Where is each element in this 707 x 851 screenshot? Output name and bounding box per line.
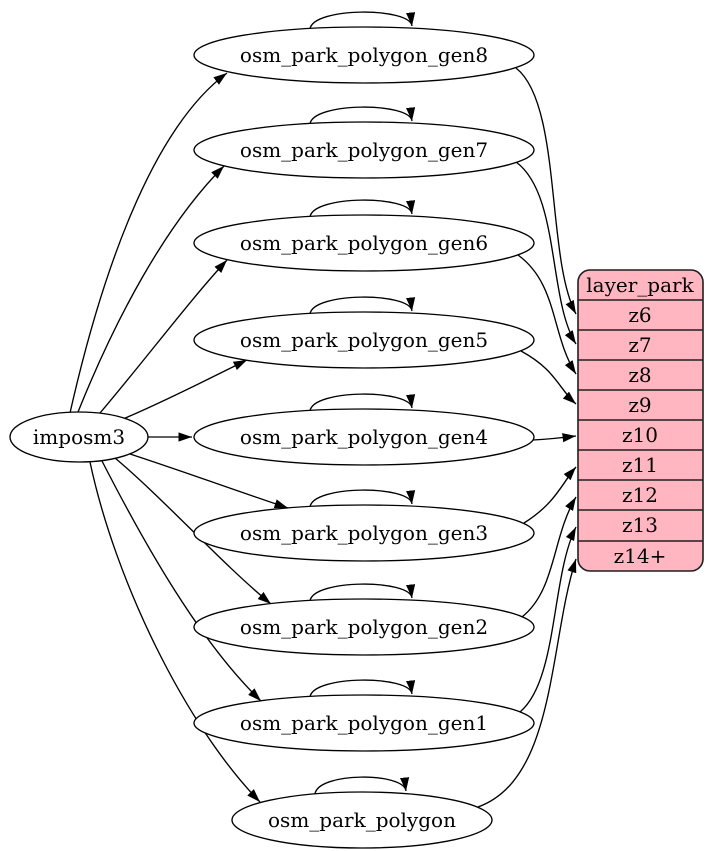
gen3-label: osm_park_polygon_gen3 bbox=[240, 521, 488, 545]
gen3-ellipse bbox=[193, 504, 535, 562]
node-osm-park-polygon-gen8: osm_park_polygon_gen8 bbox=[193, 26, 535, 84]
edge-gen7-to-z7 bbox=[515, 161, 577, 345]
node-osm-park-polygon-gen5: osm_park_polygon_gen5 bbox=[193, 311, 535, 369]
edge-polygon-to-z14 bbox=[477, 558, 577, 808]
imposm3-ellipse bbox=[9, 411, 149, 463]
self-loop-gen2 bbox=[309, 583, 416, 602]
gen7-ellipse bbox=[193, 121, 535, 179]
imposm3-label: imposm3 bbox=[33, 425, 125, 449]
row-z9: z9 bbox=[628, 393, 651, 417]
edge-imposm3-to-gen5 bbox=[122, 359, 248, 420]
node-group: imposm3 osm_park_polygon_gen8 osm_park_p… bbox=[9, 26, 535, 849]
edge-gen6-to-z8 bbox=[517, 254, 577, 375]
self-loop-gen1 bbox=[309, 679, 416, 698]
self-loop-gen4 bbox=[309, 393, 416, 412]
self-loop-gen7 bbox=[309, 106, 416, 125]
node-osm-park-polygon-gen1: osm_park_polygon_gen1 bbox=[193, 694, 535, 752]
polygon-label: osm_park_polygon bbox=[268, 808, 456, 832]
edge-gen1-to-z13 bbox=[519, 526, 577, 713]
edge-imposm3-to-gen6 bbox=[99, 259, 228, 414]
row-z6: z6 bbox=[628, 303, 651, 327]
row-z13: z13 bbox=[622, 513, 658, 537]
node-layer-park: layer_park z6 z7 z8 z9 z10 z11 z12 z13 z… bbox=[577, 269, 704, 572]
gen4-label: osm_park_polygon_gen4 bbox=[240, 425, 488, 449]
edge-gen3-to-z11 bbox=[523, 466, 577, 524]
row-z10: z10 bbox=[622, 423, 658, 447]
self-loop-gen3 bbox=[309, 489, 416, 508]
edge-group bbox=[69, 11, 577, 808]
layer-park-title: layer_park bbox=[586, 273, 694, 297]
edge-gen5-to-z9 bbox=[520, 350, 577, 405]
edge-gen2-to-z12 bbox=[521, 496, 577, 618]
gen2-label: osm_park_polygon_gen2 bbox=[240, 615, 488, 639]
node-osm-park-polygon-gen6: osm_park_polygon_gen6 bbox=[193, 214, 535, 272]
self-loop-polygon bbox=[314, 776, 410, 795]
self-loop-gen6 bbox=[309, 199, 416, 218]
gen6-label: osm_park_polygon_gen6 bbox=[240, 231, 488, 255]
gen5-ellipse bbox=[193, 311, 535, 369]
node-osm-park-polygon-gen3: osm_park_polygon_gen3 bbox=[193, 504, 535, 562]
node-osm-park-polygon-gen7: osm_park_polygon_gen7 bbox=[193, 121, 535, 179]
row-z11: z11 bbox=[622, 453, 658, 477]
edge-imposm3-to-gen2 bbox=[114, 457, 272, 605]
edge-imposm3-to-gen7 bbox=[77, 165, 225, 413]
gen8-ellipse bbox=[193, 26, 535, 84]
edge-imposm3-to-gen3 bbox=[129, 453, 289, 509]
edge-gen8-to-z6 bbox=[515, 67, 577, 315]
row-z8: z8 bbox=[628, 363, 651, 387]
node-osm-park-polygon-gen2: osm_park_polygon_gen2 bbox=[193, 598, 535, 656]
gen2-ellipse bbox=[193, 598, 535, 656]
gen5-label: osm_park_polygon_gen5 bbox=[240, 328, 488, 352]
node-osm-park-polygon-gen4: osm_park_polygon_gen4 bbox=[193, 408, 535, 466]
row-z14plus: z14+ bbox=[614, 544, 667, 568]
gen7-label: osm_park_polygon_gen7 bbox=[240, 138, 488, 162]
node-osm-park-polygon: osm_park_polygon bbox=[231, 791, 493, 849]
polygon-ellipse bbox=[231, 791, 493, 849]
gen1-label: osm_park_polygon_gen1 bbox=[240, 711, 488, 735]
edge-imposm3-to-gen8 bbox=[69, 72, 228, 414]
edge-gen4-to-z10 bbox=[532, 433, 577, 443]
edge-imposm3-to-polygon bbox=[89, 461, 261, 803]
edge-imposm3-to-gen1 bbox=[101, 460, 262, 702]
gen4-ellipse bbox=[193, 408, 535, 466]
self-loop-gen5 bbox=[309, 296, 416, 315]
node-imposm3: imposm3 bbox=[9, 411, 149, 463]
row-z12: z12 bbox=[622, 483, 658, 507]
gen6-ellipse bbox=[193, 214, 535, 272]
gen1-ellipse bbox=[193, 694, 535, 752]
self-loop-gen8 bbox=[309, 11, 416, 30]
gen8-label: osm_park_polygon_gen8 bbox=[240, 43, 488, 67]
row-z7: z7 bbox=[628, 333, 651, 357]
